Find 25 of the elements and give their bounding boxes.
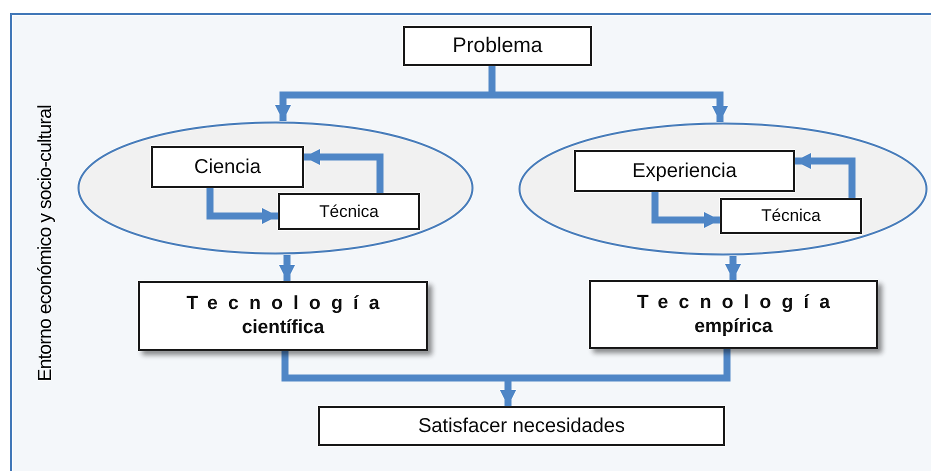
arrow	[795, 153, 856, 198]
arrow	[725, 256, 741, 280]
box-label: Técnica	[319, 200, 379, 222]
box-label: Experiencia	[632, 158, 737, 184]
vertical-label: Entorno económico y socio-cultural	[34, 104, 57, 382]
arrow	[304, 149, 384, 193]
process-box	[403, 26, 592, 66]
box-label: empírica	[694, 314, 773, 338]
box-label: Tecnología	[186, 292, 390, 316]
ellipse-shape	[518, 122, 928, 256]
process-box	[318, 406, 725, 446]
process-box	[574, 150, 795, 192]
box-label: Satisfacer necesidades	[418, 414, 625, 438]
ellipse-shape	[77, 121, 474, 255]
box-label: Técnica	[761, 205, 821, 227]
arrow	[279, 255, 295, 281]
process-box	[138, 281, 428, 351]
box-label: científica	[242, 316, 324, 340]
box-label: Ciencia	[194, 154, 261, 180]
process-box	[720, 198, 862, 234]
box-label: Problema	[452, 32, 542, 59]
process-box	[278, 193, 420, 230]
process-box	[151, 146, 304, 188]
box-label: Tecnología	[636, 290, 840, 314]
process-box	[589, 280, 878, 349]
